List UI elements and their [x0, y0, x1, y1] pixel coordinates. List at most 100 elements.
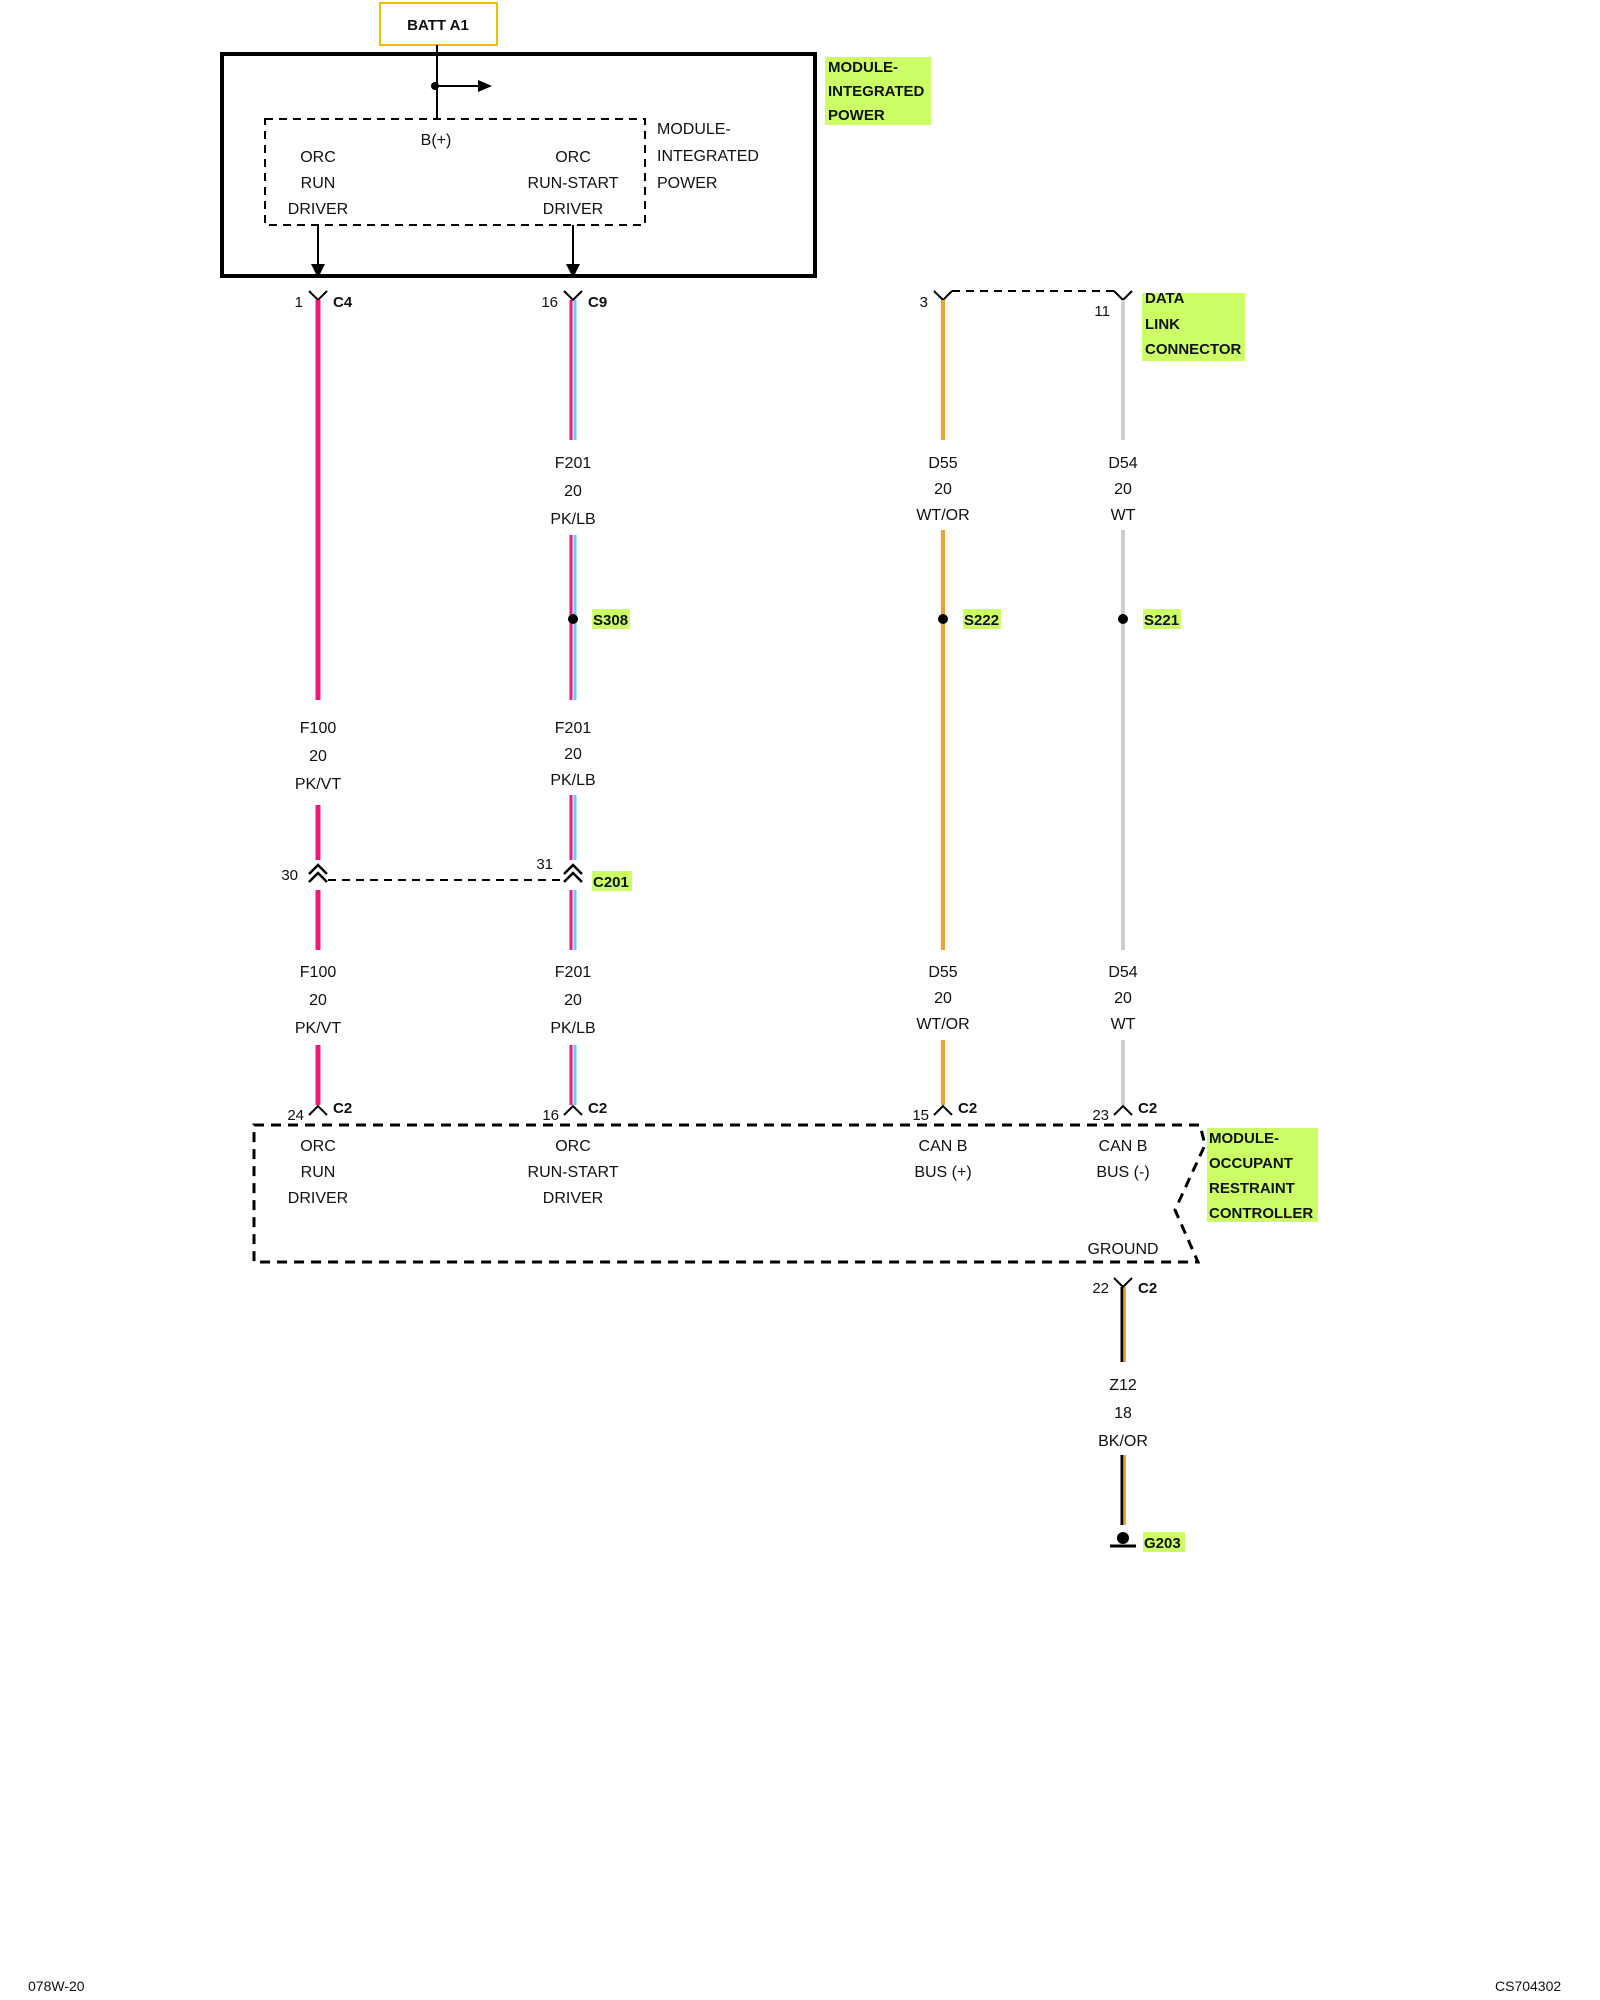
svg-text:WT: WT [1111, 1016, 1136, 1033]
wire-label-f201-bot: F201 20 PK/LB [550, 964, 595, 1037]
c2-name-f100: C2 [333, 1100, 352, 1117]
dlc-name: DATA LINK CONNECTOR [1145, 290, 1242, 358]
orc-ground-label: GROUND [1087, 1241, 1158, 1258]
wire-label-f201-top: F201 20 PK/LB [550, 455, 595, 528]
svg-text:20: 20 [1114, 990, 1132, 1007]
data-link-connector: 3 11 [920, 290, 1133, 320]
integrated-power-inner-box [264, 118, 646, 226]
svg-text:PK/LB: PK/LB [550, 511, 595, 528]
ground-g203: G203 [1110, 1532, 1185, 1552]
svg-text:DRIVER: DRIVER [543, 1190, 603, 1207]
svg-text:20: 20 [309, 992, 327, 1009]
svg-text:D54: D54 [1108, 964, 1137, 981]
svg-text:WT/OR: WT/OR [916, 1016, 969, 1033]
svg-text:RUN: RUN [301, 175, 336, 192]
top-module-inner-name: MODULE- INTEGRATED POWER [657, 121, 759, 192]
svg-text:C2: C2 [1138, 1280, 1157, 1297]
svg-text:OCCUPANT: OCCUPANT [1209, 1155, 1293, 1172]
batt-label: BATT A1 [407, 17, 469, 34]
svg-text:20: 20 [564, 992, 582, 1009]
svg-text:MODULE-: MODULE- [828, 59, 898, 76]
svg-text:DATA: DATA [1145, 290, 1185, 307]
dlc-name-highlight [1142, 293, 1245, 361]
svg-text:DRIVER: DRIVER [543, 201, 603, 218]
orc-module-name: MODULE- OCCUPANT RESTRAINT CONTROLLER [1209, 1130, 1313, 1222]
svg-text:D55: D55 [928, 455, 957, 472]
svg-text:20: 20 [1114, 481, 1132, 498]
svg-text:INTEGRATED: INTEGRATED [828, 83, 925, 100]
c2-pin-f100: 24 [287, 1107, 304, 1124]
c201-pin-f201: 31 [536, 856, 553, 873]
top-run-driver-label: ORC RUN DRIVER [288, 149, 348, 218]
connector-c9: 16 C9 [541, 290, 607, 311]
svg-text:RESTRAINT: RESTRAINT [1209, 1180, 1295, 1197]
svg-text:CAN B: CAN B [919, 1138, 968, 1155]
wire-label-f100-bot: F100 20 PK/VT [295, 964, 341, 1037]
svg-text:S308: S308 [593, 612, 628, 629]
connector-c4: 1 C4 [295, 290, 353, 311]
orc-name-highlight [1207, 1128, 1318, 1222]
svg-text:RUN-START: RUN-START [528, 175, 619, 192]
wire-label-d54-top: D54 20 WT [1108, 455, 1137, 524]
svg-text:ORC: ORC [555, 149, 591, 166]
svg-text:POWER: POWER [657, 175, 717, 192]
svg-text:ORC: ORC [555, 1138, 591, 1155]
dlc-pin-d55: 3 [920, 294, 928, 311]
svg-text:S222: S222 [964, 612, 999, 629]
svg-text:CONNECTOR: CONNECTOR [1145, 341, 1242, 358]
svg-text:MODULE-: MODULE- [1209, 1130, 1279, 1147]
svg-text:PK/VT: PK/VT [295, 776, 341, 793]
svg-text:INTEGRATED: INTEGRATED [657, 148, 759, 165]
svg-text:POWER: POWER [828, 107, 885, 124]
wire-f201 [569, 300, 577, 1105]
svg-text:22: 22 [1092, 1280, 1109, 1297]
svg-text:PK/VT: PK/VT [295, 1020, 341, 1037]
c2-name-d54: C2 [1138, 1100, 1157, 1117]
svg-text:F201: F201 [555, 720, 592, 737]
connector-c201: 30 31 C201 [281, 856, 632, 891]
c201-name: C201 [593, 874, 629, 891]
svg-text:F201: F201 [555, 455, 592, 472]
svg-text:20: 20 [934, 990, 952, 1007]
svg-text:C9: C9 [588, 294, 607, 311]
wire-label-z12: Z12 18 BK/OR [1098, 1377, 1148, 1450]
c201-pin-f100: 30 [281, 867, 298, 884]
svg-text:DRIVER: DRIVER [288, 201, 348, 218]
svg-text:1: 1 [295, 294, 303, 311]
svg-text:20: 20 [564, 746, 582, 763]
wire-label-f100-mid: F100 20 PK/VT [295, 720, 341, 793]
svg-text:F100: F100 [300, 964, 337, 981]
svg-text:WT/OR: WT/OR [916, 507, 969, 524]
svg-text:CAN B: CAN B [1099, 1138, 1148, 1155]
svg-text:BUS (-): BUS (-) [1096, 1164, 1149, 1181]
svg-text:WT: WT [1111, 507, 1136, 524]
svg-text:BUS (+): BUS (+) [914, 1164, 971, 1181]
splice-s221: S221 [1118, 609, 1181, 629]
svg-text:MODULE-: MODULE- [657, 121, 731, 138]
svg-text:20: 20 [934, 481, 952, 498]
c2-pin-d54: 23 [1092, 1107, 1109, 1124]
orc-can-plus-label: CAN B BUS (+) [914, 1138, 971, 1181]
splice-s308: S308 [568, 609, 630, 629]
connector-c2: 24 16 15 23 C2 C2 C2 C2 [287, 1100, 1157, 1124]
svg-text:20: 20 [309, 748, 327, 765]
svg-text:RUN-START: RUN-START [528, 1164, 619, 1181]
wire-label-d54-bot: D54 20 WT [1108, 964, 1137, 1033]
wire-label-d55-top: D55 20 WT/OR [916, 455, 969, 524]
footer-right-code: CS704302 [1495, 1978, 1562, 1994]
integrated-power-module-name: MODULE- INTEGRATED POWER [828, 59, 925, 124]
svg-text:PK/LB: PK/LB [550, 1020, 595, 1037]
svg-text:16: 16 [541, 294, 558, 311]
svg-text:DRIVER: DRIVER [288, 1190, 348, 1207]
c2-pin-d55: 15 [912, 1107, 929, 1124]
wire-label-d55-bot: D55 20 WT/OR [916, 964, 969, 1033]
c2-name-f201: C2 [588, 1100, 607, 1117]
orc-module-box [252, 1123, 1207, 1264]
wire-z12 [1120, 1287, 1126, 1525]
svg-text:S221: S221 [1144, 612, 1179, 629]
batt-box [379, 2, 498, 46]
splice-s222: S222 [938, 609, 1001, 629]
orc-run-start-driver-label: ORC RUN-START DRIVER [528, 1138, 619, 1207]
c2-name-d55: C2 [958, 1100, 977, 1117]
wire-label-f201-mid: F201 20 PK/LB [550, 720, 595, 789]
